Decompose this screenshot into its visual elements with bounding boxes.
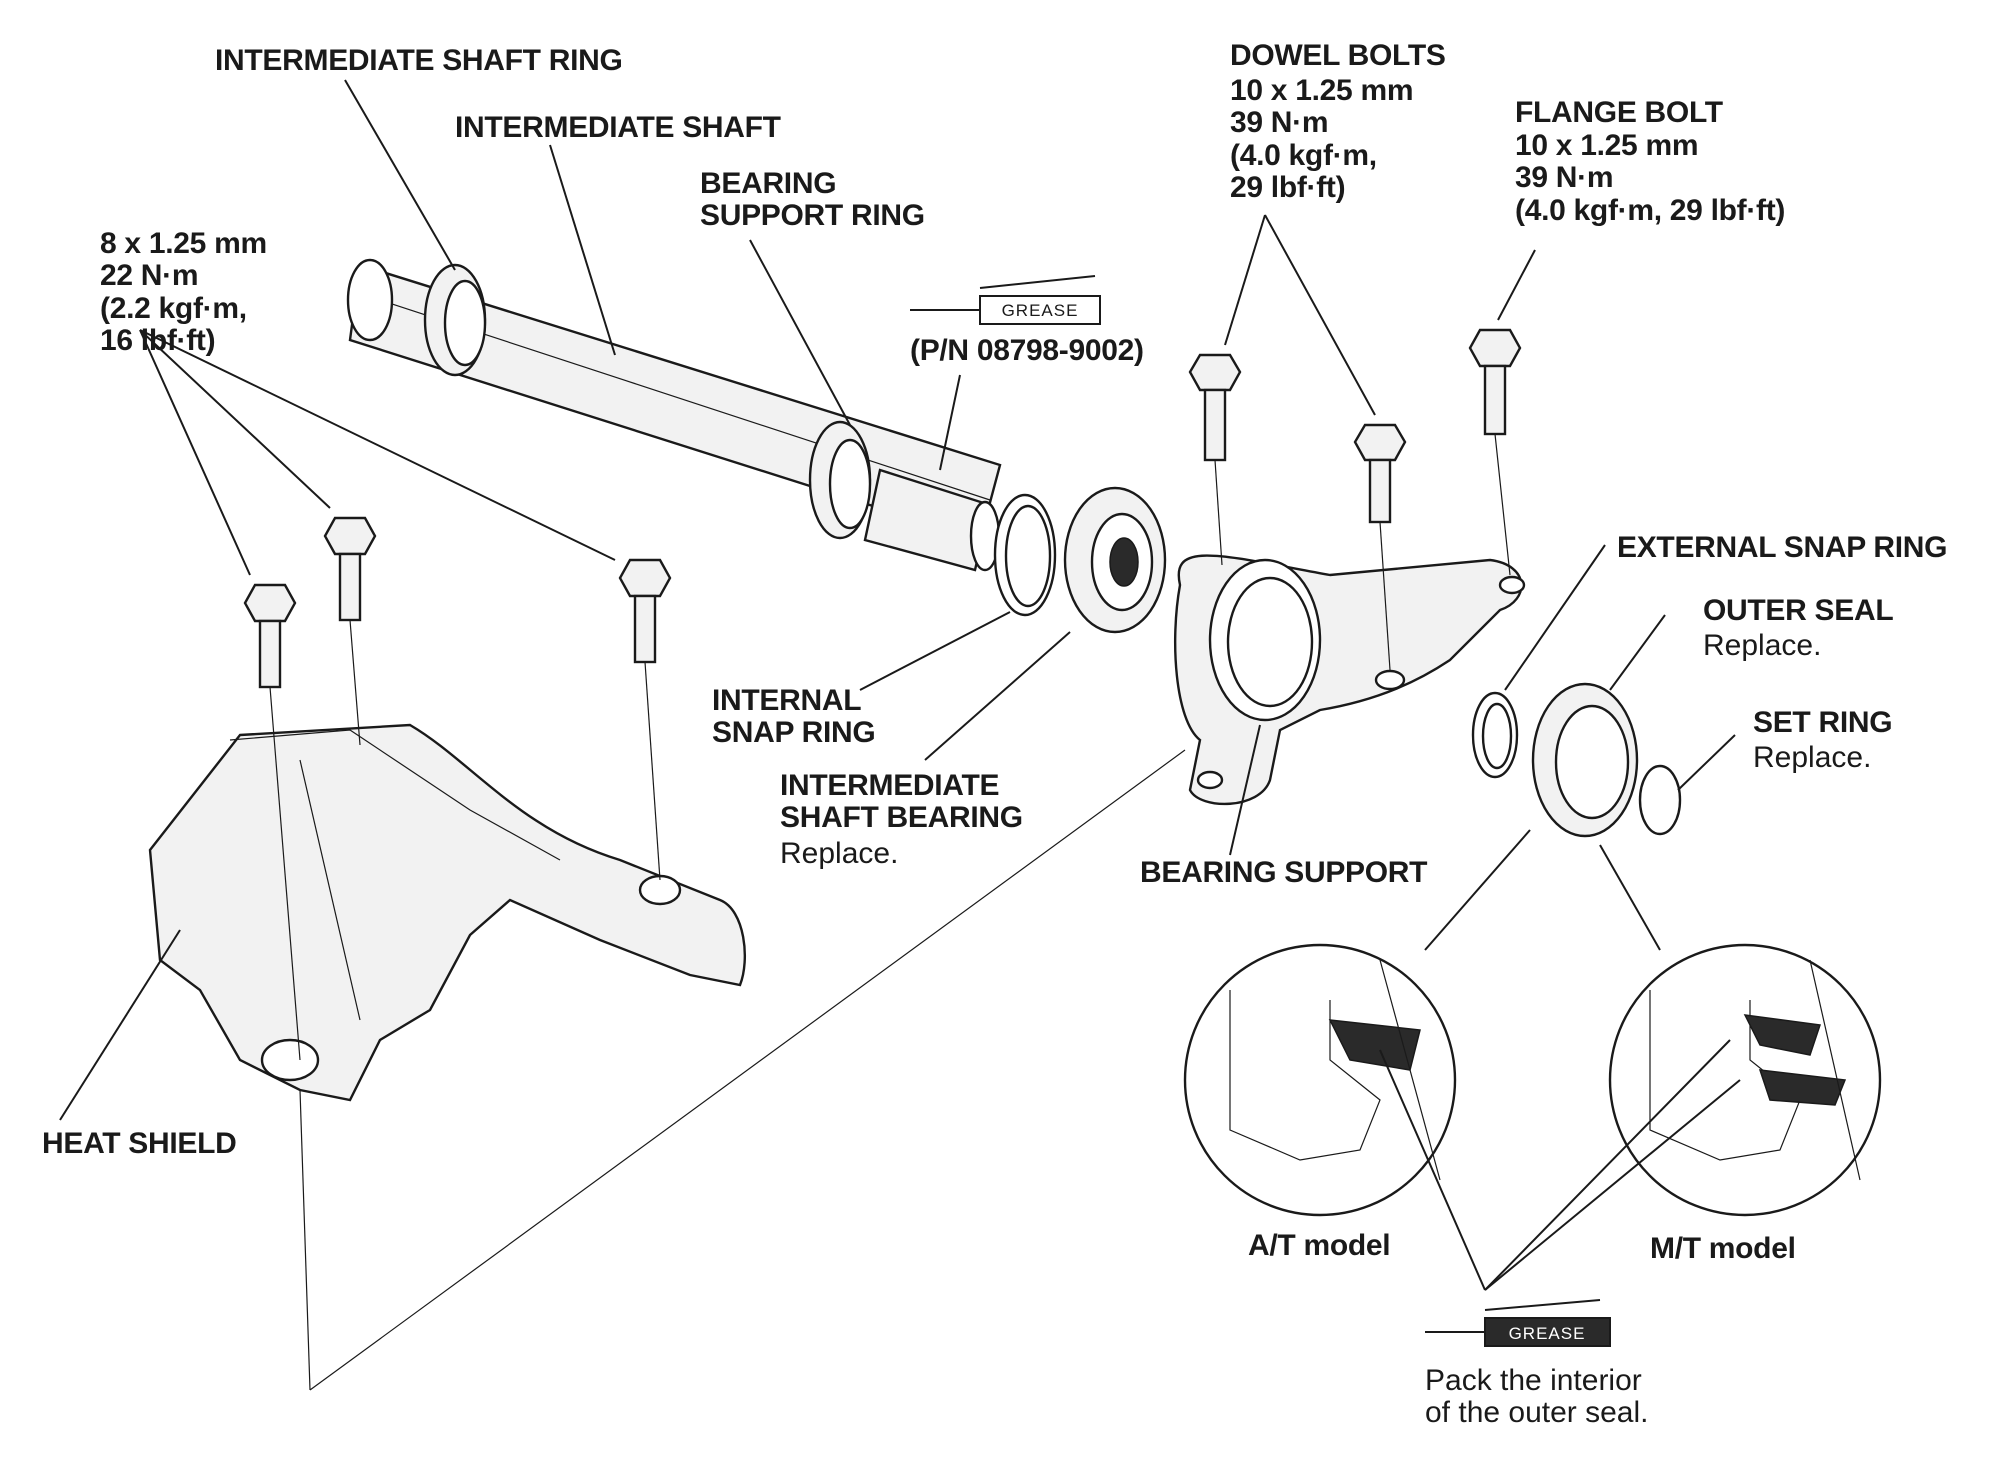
label-dowel-bolts-spec: 10 x 1.25 mm 39 N·m (4.0 kgf·m, 29 lbf·f… (1230, 74, 1414, 205)
grease-icon-top: GREASE (910, 275, 1101, 325)
label-mt-model: M/T model (1650, 1232, 1796, 1265)
set-ring-part (1638, 764, 1682, 836)
outer-seal-part (1531, 682, 1639, 838)
label-grease-part-number: (P/N 08798-9002) (910, 334, 1144, 367)
label-pack-note: Pack the interior of the outer seal. (1425, 1364, 1649, 1430)
label-intermediate-shaft-bearing: INTERMEDIATE SHAFT BEARING (780, 769, 1023, 835)
heat-shield-bolt-2 (323, 516, 377, 622)
at-model-detail (1183, 943, 1457, 1217)
label-set-ring: SET RING (1753, 706, 1893, 739)
label-bearing-support: BEARING SUPPORT (1140, 856, 1428, 889)
leader-lines (59, 79, 1741, 1391)
dowel-bolt-2 (1353, 423, 1407, 524)
heat-shield-bolt-3 (618, 558, 672, 664)
label-dowel-bolts: DOWEL BOLTS (1230, 39, 1446, 72)
internal-snap-ring-part (993, 493, 1057, 617)
grease-tag-text-bottom: GREASE (1509, 1324, 1586, 1343)
label-flange-bolt: FLANGE BOLT (1515, 96, 1723, 129)
dowel-bolt-1 (1188, 353, 1242, 462)
label-flange-bolt-spec: 10 x 1.25 mm 39 N·m (4.0 kgf·m, 29 lbf·f… (1515, 129, 1786, 227)
heat-shield-part (148, 723, 746, 1102)
heat-shield-mount-1 (260, 1038, 320, 1082)
label-bearing-support-ring: BEARING SUPPORT RING (700, 167, 925, 233)
heat-shield-bolt-1 (243, 583, 297, 689)
label-external-snap-ring: EXTERNAL SNAP RING (1617, 531, 1948, 564)
label-heat-shield-bolt-spec: 8 x 1.25 mm 22 N·m (2.2 kgf·m, 16 lbf·ft… (100, 227, 267, 358)
intermediate-shaft (346, 258, 1002, 572)
label-outer-seal-note: Replace. (1703, 629, 1822, 662)
intermediate-shaft-bearing-part (1063, 486, 1167, 634)
flange-bolt (1468, 328, 1522, 436)
heat-shield-mount-2 (638, 874, 682, 906)
grease-icon-bottom: GREASE (1425, 1299, 1611, 1347)
label-outer-seal: OUTER SEAL (1703, 594, 1894, 627)
label-intermediate-shaft: INTERMEDIATE SHAFT (455, 111, 781, 144)
grease-tag-text-top: GREASE (1002, 301, 1079, 320)
label-set-ring-note: Replace. (1753, 741, 1872, 774)
mt-model-detail (1608, 943, 1882, 1217)
label-heat-shield: HEAT SHIELD (42, 1127, 237, 1160)
bearing-support-part (1173, 554, 1526, 806)
label-intermediate-shaft-bearing-note: Replace. (780, 837, 899, 870)
label-at-model: A/T model (1248, 1229, 1391, 1262)
label-intermediate-shaft-ring: INTERMEDIATE SHAFT RING (215, 44, 623, 77)
label-internal-snap-ring: INTERNAL SNAP RING (712, 684, 876, 750)
